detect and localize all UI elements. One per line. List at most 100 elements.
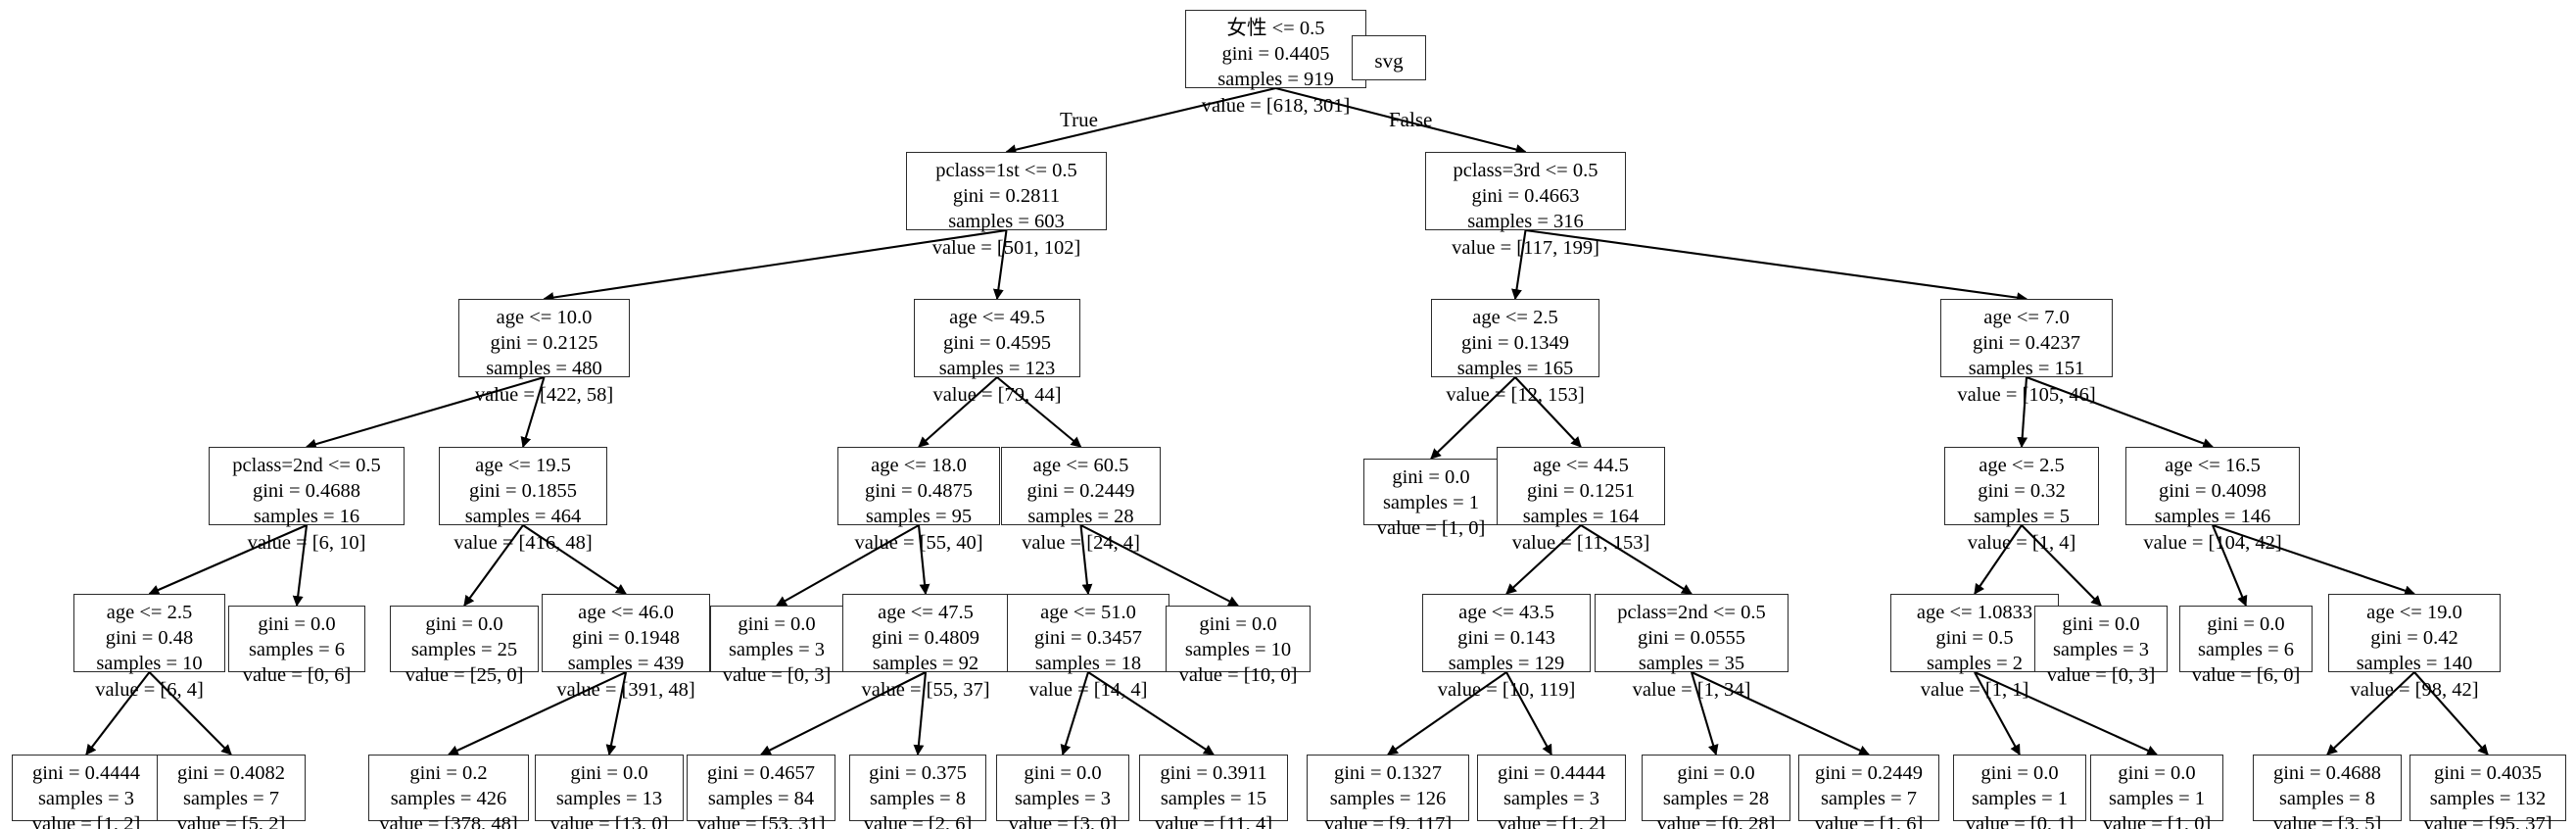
node-line-value: value = [6, 0] [2191,664,2301,687]
node-line-value: value = [105, 46] [1957,383,2096,406]
node-line-samples: samples = 10 [1184,639,1292,661]
node-line-gini: gini = 0.2449 [1814,762,1924,784]
node-line-gini: gini = 0.0 [738,613,816,635]
tree-node-leaf[interactable]: gini = 0.0 samples = 1 value = [1, 0] [1363,459,1499,539]
node-line-condition: pclass=3rd <= 0.5 [1453,160,1598,181]
node-line-gini: gini = 0.0 [2062,613,2140,635]
node-line-condition: age <= 43.5 [1458,602,1554,623]
node-line-value: value = [10, 119] [1437,678,1576,701]
node-line-value: value = [6, 10] [247,531,366,554]
node-line-gini: gini = 0.4809 [871,627,980,650]
node-line-condition: age <= 18.0 [871,455,967,476]
node-line-samples: samples = 3 [728,639,826,661]
node-line-gini: gini = 0.4688 [252,480,361,503]
node-line-gini: gini = 0.4405 [1221,43,1330,66]
node-line-condition: pclass=1st <= 0.5 [935,160,1077,181]
node-line-gini: gini = 0.3911 [1160,762,1267,784]
node-line-value: value = [11, 153] [1511,531,1650,554]
node-line-gini: gini = 0.4098 [2158,480,2267,503]
node-line-condition: age <= 2.5 [106,602,193,623]
node-line-samples: samples = 8 [2278,788,2376,810]
node-line-value: value = [1, 0] [1376,517,1486,540]
node-line-gini: gini = 0.2125 [490,332,598,355]
node-line-gini: gini = 0.2449 [1026,480,1135,503]
node-line-samples: samples = 8 [869,788,967,810]
node-line-samples: samples = 35 [1638,653,1745,675]
node-line-gini: gini = 0.0 [1980,762,2059,784]
node-line-value: value = [1, 2] [31,813,141,829]
node-line-gini: gini = 0.3457 [1033,627,1143,650]
node-line-value: value = [13, 0] [549,813,669,829]
node-line-value: value = [14, 4] [1028,678,1148,701]
node-line-samples: samples = 3 [1014,788,1112,810]
node-line-samples: samples = 919 [1217,69,1334,91]
node-line-gini: gini = 0.0 [258,613,336,635]
node-line-value: value = [1, 4] [1967,531,2076,554]
node-line-samples: samples = 164 [1522,506,1640,528]
node-line-value: value = [0, 6] [242,664,352,687]
node-line-gini: gini = 0.1327 [1333,762,1443,784]
node-line-samples: samples = 1 [1382,492,1480,514]
node-line-value: value = [79, 44] [932,383,1062,406]
node-line-samples: samples = 464 [464,506,582,528]
node-line-value: value = [1, 0] [2102,813,2212,829]
node-line-value: value = [55, 40] [854,531,983,554]
node-line-value: value = [0, 3] [2046,664,2156,687]
node-line-value: value = [391, 48] [556,678,695,701]
node-line-samples: samples = 126 [1329,788,1447,810]
node-line-value: value = [3, 5] [2272,813,2382,829]
node-line-samples: samples = 316 [1467,211,1584,233]
node-line-gini: gini = 0.0 [2118,762,2196,784]
node-line-value: value = [24, 4] [1022,531,1140,554]
node-line-value: value = [25, 0] [405,664,524,687]
node-line-condition: pclass=2nd <= 0.5 [232,455,381,476]
node-line-value: value = [11, 4] [1154,813,1273,829]
node-line-value: value = [117, 199] [1452,236,1599,259]
node-line-gini: gini = 0.0 [1392,466,1470,488]
